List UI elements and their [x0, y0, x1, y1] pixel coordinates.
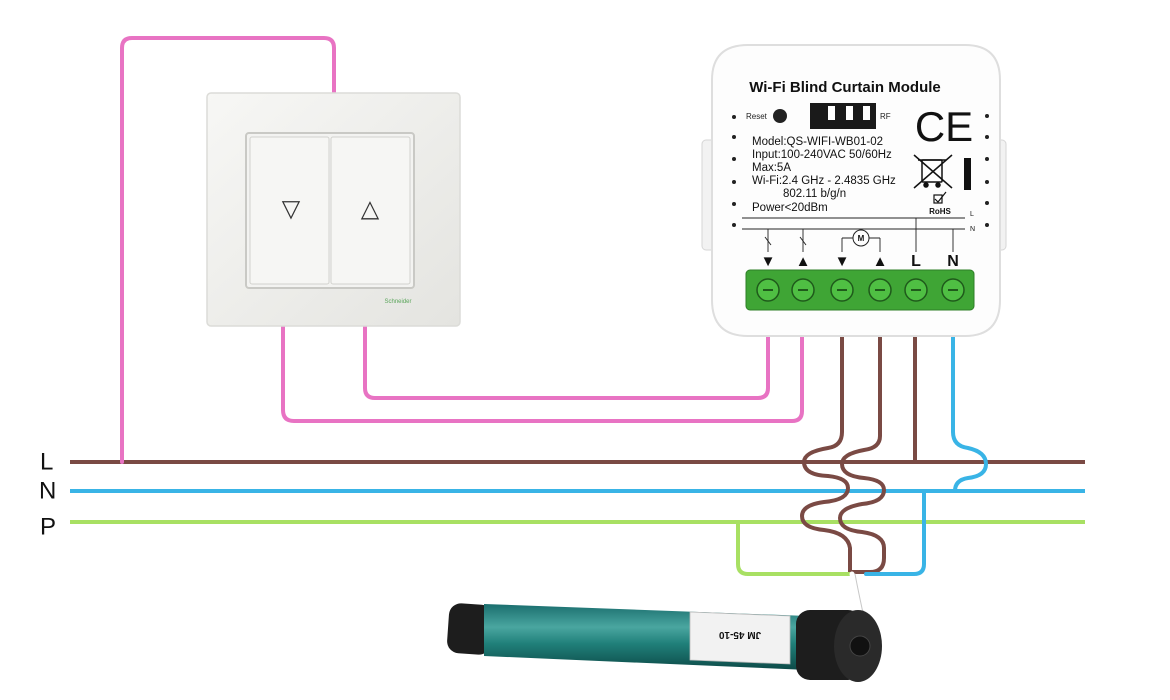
- module-side-dots: [732, 114, 989, 227]
- module-bus-label-l: L: [970, 211, 974, 218]
- bus-label-p: P: [40, 513, 56, 540]
- weee-bar: [964, 158, 971, 190]
- bus-lines: L N P: [39, 448, 1085, 540]
- module-title: Wi-Fi Blind Curtain Module: [749, 79, 941, 96]
- bus-label-l: L: [40, 448, 53, 475]
- terminal-label-5: L: [911, 253, 921, 270]
- switch-up-icon: △: [361, 195, 380, 222]
- motor-body-label: JM 45-10: [718, 629, 761, 640]
- wire-motor-p: [736, 520, 852, 576]
- bus-label-n: N: [39, 477, 56, 504]
- wire-motor-down: [800, 290, 852, 574]
- switch-down-rocker[interactable]: [249, 136, 330, 285]
- module-reset-label: Reset: [746, 112, 768, 121]
- weee-bin-icon: [913, 154, 953, 189]
- wire-motor-n: [864, 489, 926, 576]
- module-motor-symbol: [852, 229, 870, 247]
- motor-end-cap-left: [447, 603, 493, 655]
- module-spec-protocol: 802.11 b/g/n: [783, 188, 846, 200]
- switch-brand-logo: Schneider: [384, 299, 411, 305]
- module-rf-pin-1: [828, 106, 835, 120]
- module-rf-label: RF: [880, 112, 891, 121]
- module-ce-mark: CE: [915, 103, 973, 150]
- motor-head-hub: [849, 635, 871, 657]
- module-terminal-block: [745, 269, 975, 311]
- wire-switch-up: [281, 290, 804, 423]
- terminal-label-6: N: [947, 253, 959, 270]
- module-circuit: [742, 217, 965, 252]
- switch-up-rocker[interactable]: [330, 136, 411, 285]
- wire-module-n: [951, 290, 988, 493]
- module-spec-power: Power<20dBm: [752, 202, 828, 214]
- rohs-icon: [933, 191, 947, 204]
- motor-label-sticker: [689, 611, 791, 665]
- terminal-label-1: ▼: [761, 253, 776, 270]
- module-spec-wifi: Wi-Fi:2.4 GHz - 2.4835 GHz: [752, 175, 896, 187]
- module-rf-pin-2: [846, 106, 853, 120]
- switch-down-icon: ▽: [282, 195, 301, 222]
- wire-motor-up: [838, 290, 886, 574]
- terminal-label-2: ▲: [796, 253, 811, 270]
- module-spec-model: Model:QS-WIFI-WB01-02: [752, 136, 883, 148]
- tubular-motor: JM 45-10: [447, 603, 882, 682]
- module-bus-label-n: N: [970, 226, 975, 233]
- module-spec-max: Max:5A: [752, 162, 791, 174]
- terminal-label-3: ▼: [835, 253, 850, 270]
- wire-switch-down: [363, 290, 770, 400]
- wire-switch-supply: [120, 36, 336, 464]
- module-reset-button[interactable]: [773, 109, 787, 123]
- terminal-label-4: ▲: [873, 253, 888, 270]
- module-motor-symbol-label: M: [858, 234, 865, 243]
- module-terminal-screws: [756, 278, 965, 302]
- module-rohs-label: RoHS: [929, 207, 951, 216]
- module-rf-pin-3: [863, 106, 870, 120]
- wires: [120, 36, 988, 625]
- module-spec-input: Input:100-240VAC 50/60Hz: [752, 149, 892, 161]
- wall-switch: ▽ △ Schneider: [206, 92, 461, 327]
- wifi-module: Wi-Fi Blind Curtain Module Reset RF Mode…: [701, 44, 1007, 337]
